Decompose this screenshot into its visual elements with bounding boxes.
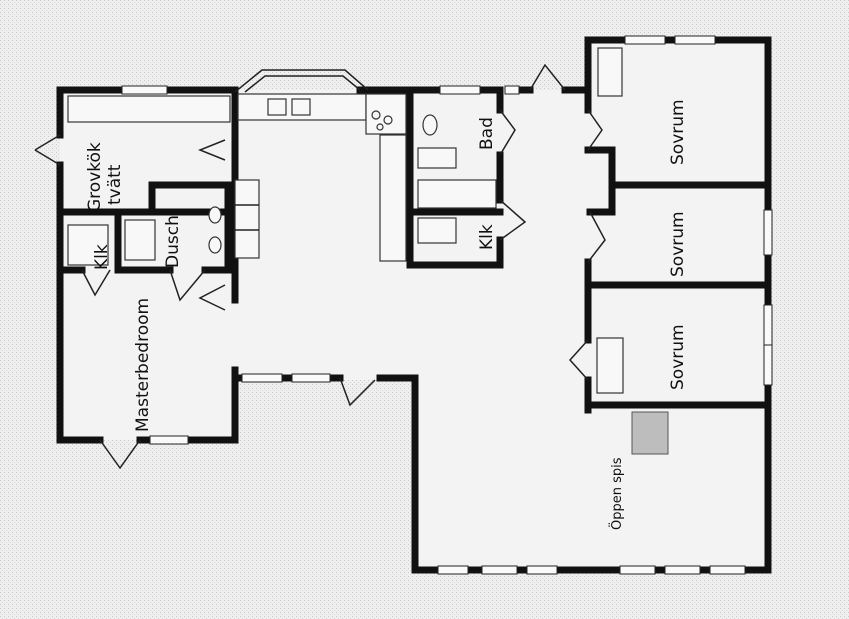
doors <box>34 63 606 470</box>
stove-icon <box>365 93 407 135</box>
label-klk-center: Klk <box>477 224 497 250</box>
bed-top <box>597 47 623 97</box>
bed-bottom <box>596 337 624 394</box>
label-oppen-spis: Öppen spis <box>608 457 625 530</box>
closet-left <box>67 224 109 266</box>
label-dusch: Dusch <box>163 215 183 268</box>
kitchen-island <box>379 134 407 262</box>
fireplace-icon <box>631 411 669 455</box>
label-sovrum-middle: Sovrum <box>668 211 688 277</box>
label-sovrum-bottom: Sovrum <box>668 324 688 390</box>
fixtures <box>67 47 624 394</box>
bathtub <box>417 179 497 209</box>
label-klk-left: Klk <box>92 244 112 270</box>
walls <box>56 36 772 574</box>
label-masterbedroom: Masterbedroom <box>133 298 153 432</box>
windows <box>121 35 773 575</box>
laundry-counter <box>67 95 231 123</box>
toilet-icon <box>422 114 438 136</box>
label-tvatt: tvätt <box>105 164 125 205</box>
sink-icon <box>267 98 287 116</box>
room-labels: Grovkök tvätt Klk Dusch Masterbedroom Ba… <box>85 99 688 530</box>
washbasin <box>417 147 457 169</box>
klk-basin <box>417 217 457 244</box>
label-grovkok: Grovkök <box>85 142 105 212</box>
label-bad: Bad <box>477 117 497 150</box>
label-sovrum-top: Sovrum <box>668 99 688 165</box>
shower <box>124 219 156 261</box>
dining-bar <box>234 179 260 259</box>
